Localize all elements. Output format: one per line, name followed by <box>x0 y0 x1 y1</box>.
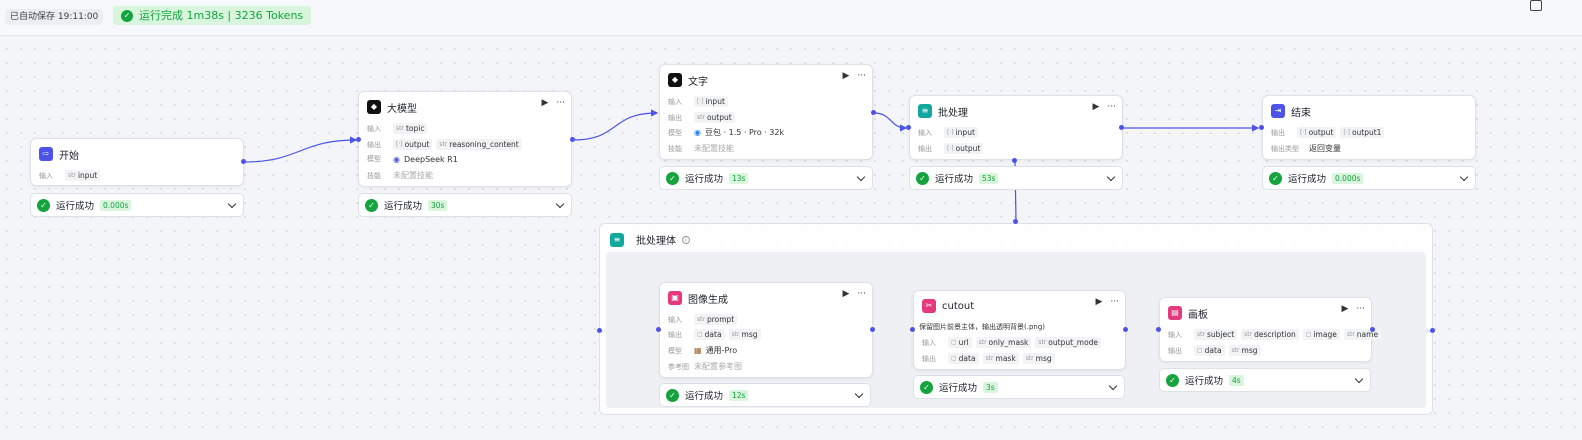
port[interactable] <box>241 159 246 164</box>
port[interactable] <box>597 328 602 333</box>
port[interactable] <box>1013 219 1018 224</box>
run-button[interactable]: ▶ <box>842 289 850 299</box>
llm-icon: ◆ <box>367 100 381 114</box>
info-icon[interactable]: i <box>682 235 690 244</box>
chevron-down-icon[interactable] <box>1354 374 1364 384</box>
run-button[interactable]: ▶ <box>1095 297 1103 307</box>
node-cutout[interactable]: ✂cutout ▶··· 保留图片前景主体，输出透明背景(.png) 输入▢ur… <box>913 290 1126 370</box>
run-button[interactable]: ▶ <box>541 98 549 108</box>
group-title: 批处理体 <box>636 236 676 247</box>
model-name: DeepSeek R1 <box>403 154 458 164</box>
check-circle-icon: ✓ <box>37 198 50 212</box>
chevron-down-icon[interactable] <box>1108 381 1118 391</box>
port[interactable] <box>871 110 876 115</box>
image-icon: ▣ <box>668 291 682 305</box>
run-status-start[interactable]: ✓ 运行成功 0.000s <box>30 193 244 217</box>
edge-text-batch <box>873 112 908 132</box>
port[interactable] <box>356 137 361 142</box>
port[interactable] <box>906 125 911 130</box>
port[interactable] <box>1119 125 1124 130</box>
more-button[interactable]: ··· <box>1107 102 1116 112</box>
chevron-down-icon[interactable] <box>1459 172 1469 182</box>
port[interactable] <box>570 137 575 142</box>
canvas-icon: ▤ <box>1168 306 1182 320</box>
chevron-down-icon[interactable] <box>227 199 237 209</box>
check-circle-icon: ✓ <box>121 9 133 22</box>
input-label: 输入 <box>39 171 53 180</box>
chevron-down-icon[interactable] <box>555 199 565 209</box>
more-button[interactable]: ··· <box>857 71 866 81</box>
node-title: 大模型 <box>387 103 417 115</box>
top-toolbar: 已自动保存 19:11:00 ✓ 运行完成 1m38s | 3236 Token… <box>0 0 1582 36</box>
run-status-badge[interactable]: ✓ 运行完成 1m38s | 3236 Tokens <box>113 6 312 25</box>
port[interactable] <box>1156 327 1161 332</box>
run-button[interactable]: ▶ <box>842 71 850 81</box>
more-button[interactable]: ··· <box>1110 297 1119 307</box>
port[interactable] <box>656 327 661 332</box>
status-text: 运行成功 <box>56 201 95 212</box>
more-button[interactable]: ··· <box>556 98 565 108</box>
edge-llm-text <box>572 109 659 141</box>
node-end[interactable]: ⇥结束 输出[·]output[·]output1 输出类型返回变量 <box>1262 95 1476 160</box>
skills-value: 未配置技能 <box>393 171 433 180</box>
run-button[interactable]: ▶ <box>1341 304 1349 314</box>
port[interactable] <box>1012 158 1017 163</box>
edge-start-llm <box>243 136 358 163</box>
port[interactable] <box>910 327 915 332</box>
port[interactable] <box>1123 327 1128 332</box>
port[interactable] <box>1259 125 1264 130</box>
chevron-down-icon[interactable] <box>854 389 864 399</box>
node-title: 开始 <box>59 150 79 162</box>
port[interactable] <box>1430 328 1435 333</box>
batch-body-icon: ≡ <box>610 232 624 247</box>
port[interactable] <box>870 327 875 332</box>
port[interactable] <box>1370 327 1375 332</box>
more-button[interactable]: ··· <box>1356 304 1365 314</box>
run-status-text: 运行完成 1m38s | 3236 Tokens <box>139 9 304 22</box>
model-icon: ◉ <box>393 154 400 164</box>
run-button[interactable]: ▶ <box>1092 102 1100 112</box>
text-icon: ◆ <box>668 73 682 87</box>
batch-icon: ≡ <box>918 104 932 118</box>
duration-badge: 0.000s <box>100 199 132 211</box>
start-icon: ⇨ <box>39 147 53 161</box>
end-icon: ⇥ <box>1271 104 1285 118</box>
more-button[interactable]: ··· <box>857 289 866 299</box>
copy-icon[interactable] <box>1530 0 1542 11</box>
node-batch[interactable]: ≡批处理 ▶··· 输入[·]input 输出[·]output <box>909 95 1123 160</box>
chevron-down-icon[interactable] <box>856 172 866 182</box>
node-description: 保留图片前景主体，输出透明背景(.png) <box>919 323 1046 331</box>
autosave-status: 已自动保存 19:11:00 <box>5 9 104 25</box>
chevron-down-icon[interactable] <box>1106 172 1116 182</box>
cutout-icon: ✂ <box>922 299 936 313</box>
